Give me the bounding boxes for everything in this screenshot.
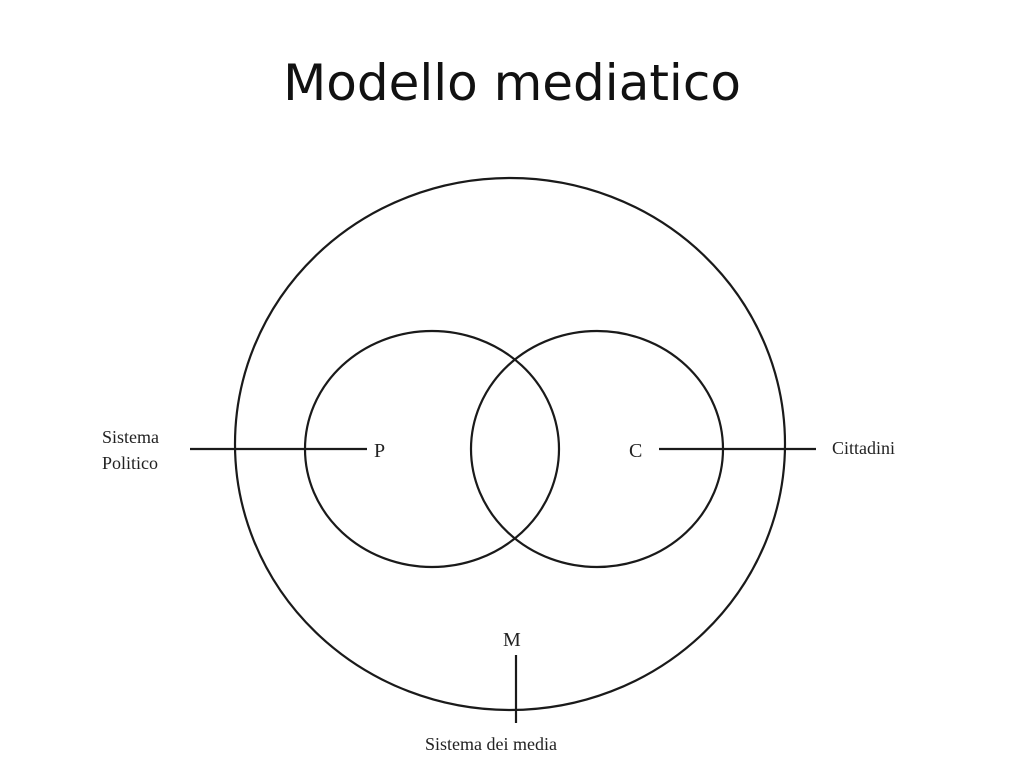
p-marker-label: P [374, 440, 385, 462]
citizens-label: Cittadini [832, 438, 895, 458]
c-marker-label: C [629, 440, 642, 462]
slide-title: Modello mediatico [283, 54, 741, 112]
political-system-label-line2: Politico [102, 453, 158, 473]
media-system-circle [233, 176, 787, 712]
political-system-label-line1: Sistema [102, 427, 159, 447]
m-marker-label: M [503, 629, 521, 651]
media-system-label: Sistema dei media [425, 734, 557, 754]
